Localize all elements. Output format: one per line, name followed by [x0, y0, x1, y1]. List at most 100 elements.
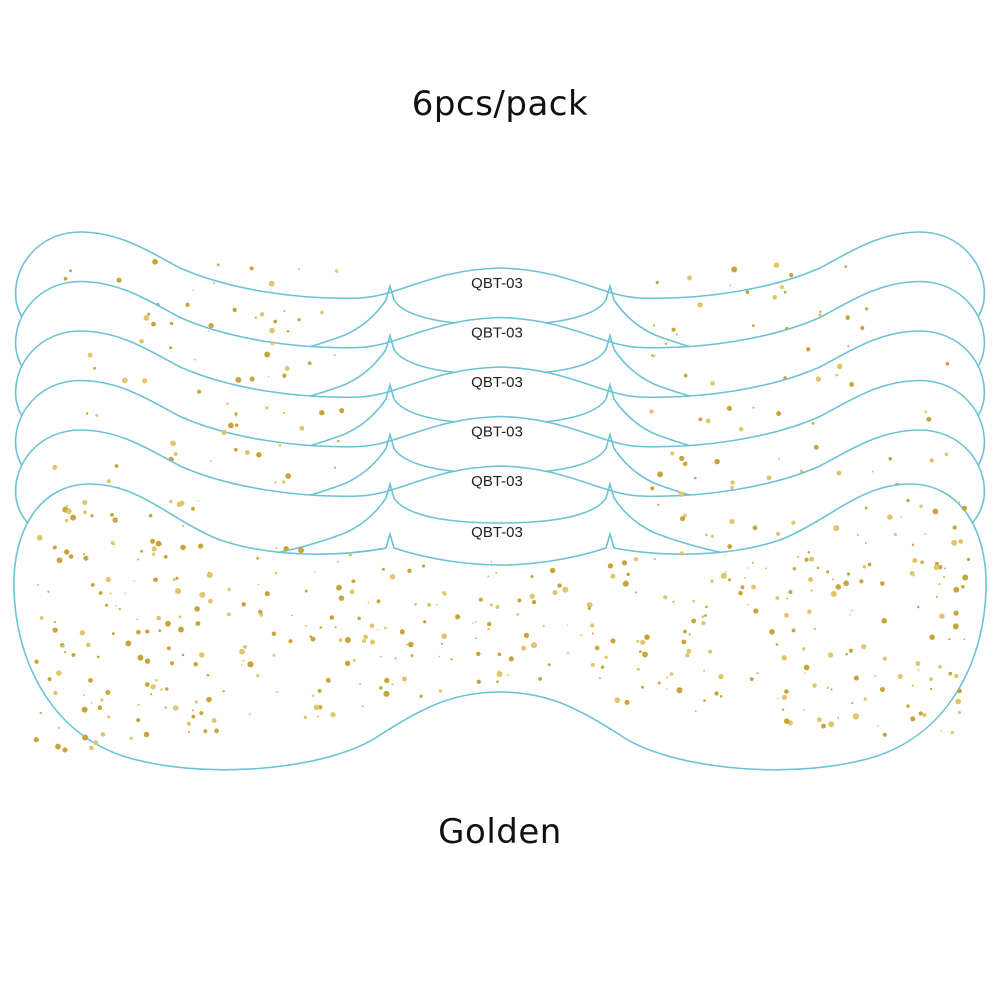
glitter-dot	[421, 564, 426, 568]
glitter-dot	[441, 633, 447, 639]
glitter-dot	[337, 560, 340, 563]
glitter-dot	[683, 629, 687, 634]
glitter-dot	[531, 599, 537, 605]
glitter-dot	[105, 603, 109, 607]
glitter-dot	[100, 698, 104, 702]
glitter-dot	[786, 597, 789, 600]
glitter-dot	[320, 310, 324, 315]
glitter-dot	[714, 458, 720, 465]
glitter-dot	[363, 634, 368, 640]
glitter-dot	[52, 545, 57, 550]
glitter-dot	[776, 411, 782, 417]
glitter-dot	[671, 327, 676, 332]
glitter-dot	[361, 638, 366, 644]
glitter-dot	[918, 711, 923, 716]
glitter-dot	[285, 473, 292, 479]
glitter-dot	[389, 574, 396, 580]
glitter-dot	[209, 459, 212, 463]
glitter-dot	[64, 651, 67, 654]
glitter-dot	[809, 556, 815, 562]
glitter-dot	[62, 747, 68, 753]
glitter-dot	[909, 570, 915, 576]
glitter-dot	[235, 377, 242, 383]
glitter-dot	[249, 266, 254, 271]
glitter-dot	[961, 505, 968, 511]
glitter-dot	[188, 730, 191, 733]
glitter-dot	[666, 676, 669, 679]
glitter-dot	[232, 307, 237, 313]
glitter-dot	[562, 586, 569, 593]
glitter-dot	[96, 655, 100, 659]
glitter-dot	[133, 580, 136, 582]
glitter-dot	[144, 658, 151, 664]
glitter-dot	[304, 624, 307, 627]
glitter-dot	[478, 597, 483, 602]
glitter-dot	[529, 593, 535, 599]
glitter-dot	[507, 674, 510, 677]
glitter-dot	[282, 373, 287, 378]
glitter-dot	[745, 290, 750, 295]
glitter-dot	[634, 591, 638, 594]
glitter-dot	[383, 690, 390, 697]
glitter-dot	[83, 510, 87, 515]
glitter-dot	[254, 316, 258, 320]
glitter-dot	[151, 552, 156, 556]
glitter-dot	[639, 650, 642, 654]
patch-code-label: QBT-03	[471, 275, 523, 292]
glitter-dot	[731, 266, 738, 273]
glitter-dot	[274, 481, 277, 484]
glitter-dot	[105, 577, 111, 583]
glitter-dot	[283, 309, 286, 312]
glitter-dot	[33, 737, 39, 743]
glitter-dot	[376, 599, 381, 604]
glitter-dot	[920, 560, 924, 564]
glitter-dot	[714, 691, 719, 696]
glitter-dot	[316, 715, 319, 718]
glitter-dot	[112, 517, 118, 523]
glitter-dot	[90, 514, 94, 518]
glitter-dot	[193, 661, 198, 667]
glitter-dot	[816, 717, 822, 723]
glitter-dot	[781, 655, 787, 661]
glitter-dot	[152, 258, 158, 265]
glitter-dot	[151, 546, 157, 552]
glitter-dot	[566, 624, 569, 626]
glitter-dot	[455, 614, 461, 620]
glitter-dot	[330, 712, 336, 718]
glitter-dot	[139, 339, 144, 344]
glitter-dot	[864, 506, 868, 510]
glitter-dot	[863, 697, 867, 701]
glitter-dot	[910, 716, 916, 722]
glitter-dot	[542, 624, 545, 628]
glitter-dot	[670, 451, 675, 456]
glitter-dot	[929, 634, 935, 640]
glitter-dot	[297, 318, 301, 322]
glitter-dot	[47, 677, 52, 682]
glitter-dot	[352, 658, 356, 662]
glitter-dot	[136, 618, 139, 621]
glitter-dot	[644, 634, 650, 640]
glitter-dot	[90, 582, 95, 587]
glitter-dot	[234, 414, 237, 417]
glitter-dot	[807, 609, 812, 614]
glitter-dot	[650, 486, 655, 491]
glitter-dot	[610, 638, 616, 644]
glitter-dot	[945, 361, 950, 366]
glitter-dot	[490, 561, 493, 563]
glitter-dot	[845, 653, 848, 656]
glitter-dot	[590, 623, 595, 628]
glitter-dot	[107, 715, 111, 719]
glitter-dot	[256, 452, 262, 458]
glitter-dot	[61, 644, 65, 648]
glitter-dot	[691, 618, 697, 624]
glitter-dot	[508, 656, 514, 662]
glitter-dot	[258, 609, 263, 614]
glitter-dot	[151, 321, 156, 327]
glitter-dot	[242, 659, 245, 662]
glitter-dot	[344, 637, 351, 643]
glitter-dot	[740, 585, 745, 590]
glitter-dot	[438, 655, 441, 658]
glitter-dot	[216, 263, 220, 267]
glitter-dot	[63, 276, 68, 281]
glitter-dot	[178, 626, 184, 633]
